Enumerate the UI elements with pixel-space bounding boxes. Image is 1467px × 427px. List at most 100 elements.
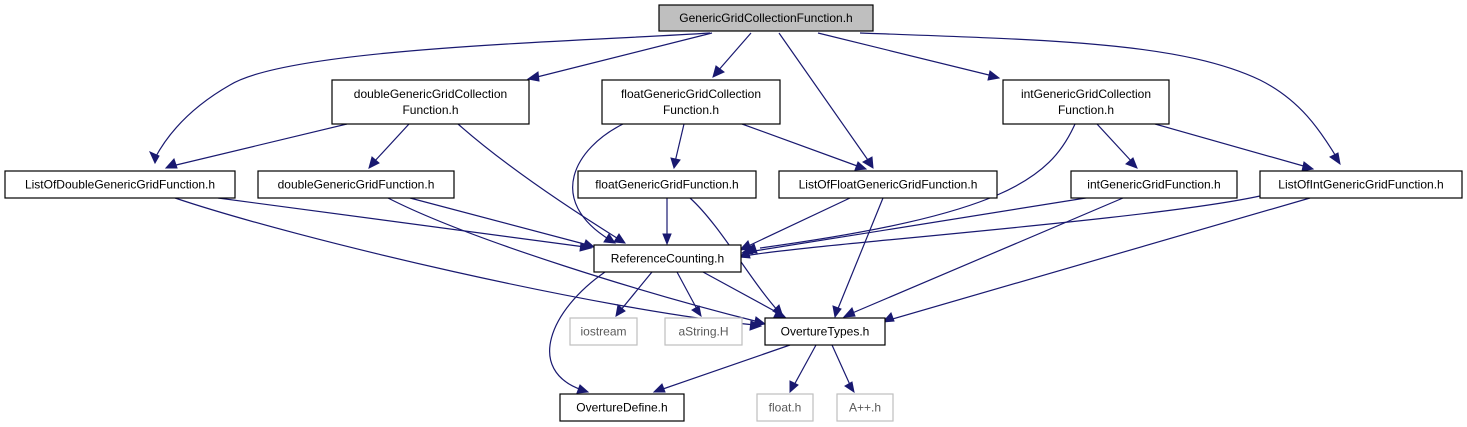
node-appH: A++.h [836, 393, 894, 422]
edge-listFlt-to-refCount [738, 197, 851, 251]
edge-fltColl-to-refCount [572, 123, 624, 244]
edge-line [747, 196, 1093, 253]
node-label: A++.h [849, 401, 881, 415]
node-listInt[interactable]: ListOfIntGenericGridFunction.h [1259, 170, 1463, 199]
node-box [756, 393, 814, 422]
edge-dblFunc-to-refCount [409, 197, 596, 249]
edge-listInt-to-refCount [737, 195, 1261, 259]
edge-line [831, 344, 852, 388]
edge-line [859, 32, 1338, 159]
arrowhead-icon [881, 312, 895, 323]
node-label: Function.h [402, 103, 458, 117]
arrowhead-icon [652, 383, 666, 393]
edge-intFunc-to-ovTypes [842, 197, 1124, 318]
edge-line [457, 123, 621, 241]
node-label: floatGenericGridFunction.h [595, 178, 738, 192]
node-fltFunc[interactable]: floatGenericGridFunction.h [577, 170, 757, 199]
edge-line [171, 123, 348, 167]
node-label: intGenericGridCollection [1021, 87, 1151, 101]
node-listDbl[interactable]: ListOfDoubleGenericGridFunction.h [4, 170, 236, 199]
node-ovTypes[interactable]: OvertureTypes.h [764, 317, 886, 346]
edge-layer [149, 32, 1341, 394]
arrowhead-icon [789, 380, 799, 394]
arrowhead-icon [844, 381, 855, 394]
node-label: ListOfFloatGenericGridFunction.h [799, 178, 978, 192]
arrowhead-icon [670, 157, 681, 170]
node-box [331, 79, 530, 125]
edge-line [676, 271, 699, 312]
edge-line [372, 123, 410, 164]
arrowhead-icon [662, 233, 672, 246]
arrowhead-icon [737, 249, 751, 259]
arrowhead-icon [613, 233, 626, 244]
node-intFunc[interactable]: intGenericGridFunction.h [1070, 170, 1238, 199]
node-label: float.h [769, 401, 802, 415]
node-box [593, 244, 742, 273]
node-iostream: iostream [569, 317, 638, 346]
arrowhead-icon [603, 233, 616, 244]
edge-line [532, 32, 713, 79]
node-box [1002, 79, 1170, 125]
node-label: ListOfIntGenericGridFunction.h [1278, 178, 1443, 192]
arrowhead-icon [753, 316, 767, 327]
arrowhead-icon [615, 304, 626, 317]
edge-line [759, 123, 1076, 249]
arrowhead-icon [164, 158, 178, 169]
edge-line [745, 197, 851, 248]
node-label: iostream [580, 325, 626, 339]
edge-root-to-fltColl [712, 32, 752, 78]
edge-refCount-to-ovTypes [702, 271, 787, 318]
edge-root-to-listFlt [778, 32, 874, 169]
arrowhead-icon [1301, 161, 1315, 172]
edge-intColl-to-listInt [1154, 123, 1315, 172]
node-box [257, 170, 455, 199]
arrowhead-icon [862, 156, 874, 169]
arrowhead-icon [582, 239, 596, 249]
arrowhead-icon [1125, 157, 1138, 169]
edge-line [817, 32, 994, 77]
arrowhead-icon [773, 308, 787, 318]
edge-line [1154, 123, 1308, 168]
edge-line [1096, 123, 1134, 164]
node-box [559, 393, 685, 422]
edge-line [792, 344, 817, 388]
node-label: GenericGridCollectionFunction.h [679, 11, 852, 25]
edge-ovTypes-to-ovDefine [652, 344, 791, 393]
node-label: OvertureDefine.h [576, 401, 667, 415]
arrowhead-icon [712, 65, 725, 78]
node-box [664, 317, 743, 346]
arrowhead-icon [368, 156, 380, 169]
edge-line [888, 197, 1311, 321]
node-label: doubleGenericGridFunction.h [278, 178, 435, 192]
node-box [778, 170, 998, 199]
node-label: ReferenceCounting.h [611, 252, 724, 266]
node-box [836, 393, 894, 422]
node-label: intGenericGridFunction.h [1087, 178, 1220, 192]
node-label: Function.h [1058, 103, 1114, 117]
edge-refCount-to-iostream [615, 271, 653, 317]
arrowhead-icon [987, 70, 1001, 81]
edge-dblFunc-to-ovTypes [387, 197, 767, 327]
node-box [658, 4, 874, 32]
node-aString: aString.H [664, 317, 743, 346]
node-box [764, 317, 886, 346]
node-dblFunc[interactable]: doubleGenericGridFunction.h [257, 170, 455, 199]
edge-refCount-to-ovDefine [549, 271, 606, 394]
edge-root-to-listDbl [149, 32, 711, 165]
node-box [577, 170, 757, 199]
node-listFlt[interactable]: ListOfFloatGenericGridFunction.h [778, 170, 998, 199]
node-box [601, 79, 781, 125]
node-root[interactable]: GenericGridCollectionFunction.h [658, 4, 874, 32]
node-ovDefine[interactable]: OvertureDefine.h [559, 393, 685, 422]
node-refCount[interactable]: ReferenceCounting.h [593, 244, 742, 273]
edge-line [387, 197, 760, 323]
node-label: floatGenericGridCollection [621, 87, 761, 101]
edge-dblColl-to-refCount [457, 123, 626, 244]
edge-line [409, 197, 589, 246]
edge-fltColl-to-listFlt [741, 123, 868, 171]
node-layer: GenericGridCollectionFunction.h doubleGen… [4, 4, 1463, 422]
edge-line [619, 271, 653, 312]
